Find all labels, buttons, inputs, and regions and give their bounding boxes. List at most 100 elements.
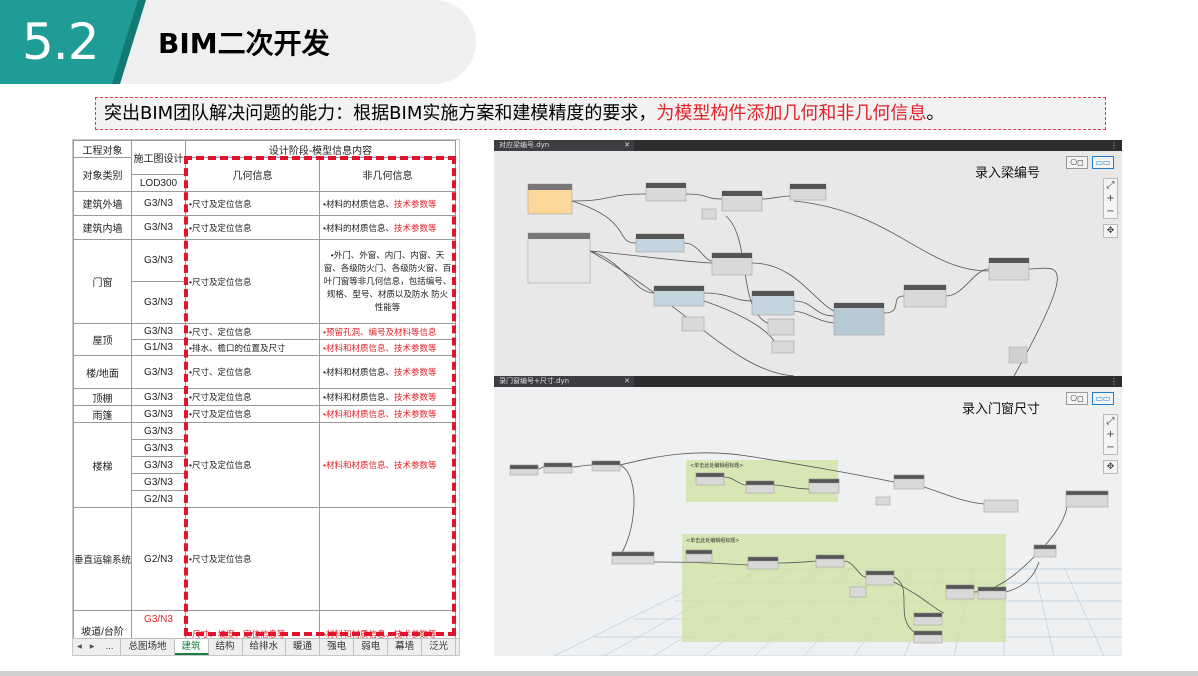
cell-nongeo: •外门、外窗、内门、内窗、天窗、各级防火门、各级防火窗、百叶门窗等非几何信息，包… <box>319 239 456 324</box>
tab-more[interactable]: ... <box>99 639 122 655</box>
cell-text: •材料和材质信息、 <box>323 392 394 402</box>
cell-nongeo: •预留孔洞、编号及材料等信息 <box>319 323 456 340</box>
cell-lod: G3/N3 <box>131 191 186 216</box>
annotation-label: 录入门窗尺寸 <box>961 402 1040 417</box>
cell-category: 坡道/台阶 <box>73 610 132 641</box>
zoom-out-icon[interactable]: − <box>1106 442 1115 453</box>
spreadsheet: 工程对象 施工图设计 设计阶段-模型信息内容 对象类别 几何信息 非几何信息 L… <box>72 139 460 656</box>
geometry-view-icon[interactable]: ⎔◻ <box>1066 392 1088 405</box>
menu-icon[interactable]: ⋮ <box>1110 377 1118 386</box>
dynamo-tab-label: 对应梁编号.dyn <box>499 141 550 149</box>
cell-lod: G3/N3 <box>131 422 186 440</box>
header-geo: 几何信息 <box>185 157 320 192</box>
header-category: 对象类别 <box>73 157 132 192</box>
cell-nongeo: •材料和材质信息、技术参数等 <box>319 388 456 406</box>
node-graph-canvas[interactable] <box>494 151 1122 376</box>
cell-category: 建筑内墙 <box>73 215 132 240</box>
sheet-tabs: ◂ ▸ ... 总图场地 建筑 结构 给排水 暖通 强电 弱电 幕墙 泛光 景 <box>73 638 459 655</box>
node-graph-canvas[interactable]: <单击此处编辑组标题> <单击此处编辑组标题> <box>494 387 1122 656</box>
graph-view-icon[interactable]: ▭▭ <box>1092 392 1114 405</box>
cell-nongeo: •材料和材质信息、技术参数等 <box>319 610 456 641</box>
cell-geo: •尺寸及定位信息 <box>185 388 320 406</box>
dynamo-tabbar: 对应梁编号.dyn ✕ ⋮ <box>494 140 1122 151</box>
dynamo-tab-label: 录门窗编号+尺寸.dyn <box>499 377 570 385</box>
tab-structure[interactable]: 结构 <box>209 639 243 655</box>
tab-power[interactable]: 强电 <box>320 639 355 655</box>
cell-lod: G3/N3 <box>131 355 186 389</box>
cell-geo: •尺寸及定位信息 <box>185 507 320 611</box>
dynamo-tab[interactable]: 录门窗编号+尺寸.dyn ✕ <box>494 376 634 387</box>
view-toolbar: ⎔◻ ▭▭ <box>1066 156 1114 169</box>
menu-icon[interactable]: ⋮ <box>1110 141 1118 150</box>
cell-nongeo: •材料和材质信息、技术参数等 <box>319 405 456 423</box>
cell-geo: •尺寸、定位信息 <box>185 355 320 389</box>
group-title[interactable]: <单击此处编辑组标题> <box>686 537 739 544</box>
cell-lod: G3/N3 <box>131 473 186 491</box>
cell-nongeo <box>319 507 456 611</box>
cell-lod: G3/N3 <box>131 239 186 282</box>
banner-highlight-text: 为模型构件添加几何和非几何信息 <box>656 103 927 124</box>
cell-geo: •尺寸及定位信息 <box>185 191 320 216</box>
tab-floodlight[interactable]: 泛光 <box>422 639 457 655</box>
cell-text-red: 技术参数等 <box>393 392 437 402</box>
cell-category: 建筑外墙 <box>73 191 132 216</box>
zoom-out-icon[interactable]: − <box>1106 206 1115 217</box>
table-row: 门窗 G3/N3 •尺寸及定位信息 •外门、外窗、内门、内窗、天窗、各级防火门、… <box>73 239 456 324</box>
cell-text: •材料的材质信息、 <box>323 198 394 209</box>
annotation-label: 录入梁编号 <box>974 166 1040 181</box>
pan-icon[interactable]: ✥ <box>1103 460 1118 474</box>
geometry-view-icon[interactable]: ⎔◻ <box>1066 156 1088 169</box>
cell-geo: •尺寸、坡度、定位信息等 <box>185 610 320 641</box>
tab-curtainwall[interactable]: 幕墙 <box>388 639 423 655</box>
header-nongeo: 非几何信息 <box>319 157 456 192</box>
tab-landscape[interactable]: 景 <box>456 639 459 655</box>
zoom-fit-icon[interactable]: ⤢ <box>1106 416 1115 427</box>
table-row: 建筑外墙 G3/N3 •尺寸及定位信息 •材料的材质信息、技术参数等 <box>73 191 456 216</box>
banner-end: 。 <box>926 103 945 124</box>
table-row: 屋顶 G3/N3 •尺寸、定位信息 •预留孔洞、编号及材料等信息 <box>73 323 456 356</box>
view-toolbar: ⎔◻ ▭▭ <box>1066 392 1114 405</box>
cell-lod: G3/N3 <box>131 456 186 474</box>
tab-prev-button[interactable]: ◂ <box>77 641 82 652</box>
close-icon[interactable]: ✕ <box>624 141 630 149</box>
header-design-stage: 施工图设计 <box>131 140 186 175</box>
header-group: 设计阶段-模型信息内容 <box>185 140 456 158</box>
cell-geo: •尺寸、定位信息 <box>185 323 320 340</box>
cell-geo: •尺寸及定位信息 <box>185 405 320 423</box>
tab-site[interactable]: 总图场地 <box>121 639 175 655</box>
zoom-in-icon[interactable]: + <box>1106 193 1115 204</box>
cell-text: •材料的材质信息、 <box>323 222 394 233</box>
dynamo-tabbar: 录门窗编号+尺寸.dyn ✕ ⋮ <box>494 376 1122 387</box>
cell-nongeo: •材料的材质信息、技术参数等 <box>319 215 456 240</box>
cell-lod: G3/N3 <box>131 439 186 457</box>
cell-geo: •排水、檐口的位置及尺寸 <box>185 339 320 356</box>
tab-hvac[interactable]: 暖通 <box>286 639 321 655</box>
cell-lod: G3/N3 <box>131 388 186 406</box>
cell-category: 门窗 <box>73 239 132 324</box>
header-lod: LOD300 <box>131 174 186 192</box>
cell-category: 雨篷 <box>73 405 132 423</box>
dynamo-tab[interactable]: 对应梁编号.dyn ✕ <box>494 140 634 151</box>
table-row: G1/N3 •排水、檐口的位置及尺寸 •材料和材质信息、技术参数等 <box>74 339 456 356</box>
table-row: 坡道/台阶 G3/N3 •尺寸、坡度、定位信息等 •材料和材质信息、技术参数等 <box>73 610 456 641</box>
cell-lod: G1/N3 <box>131 339 186 356</box>
zoom-in-icon[interactable]: + <box>1106 429 1115 440</box>
cell-lod: G3/N3 <box>131 323 186 340</box>
table-row: 楼/地面 G3/N3 •尺寸、定位信息 •材料和材质信息、技术参数等 <box>73 355 456 389</box>
pan-icon[interactable]: ✥ <box>1103 224 1118 238</box>
zoom-fit-icon[interactable]: ⤢ <box>1106 180 1115 191</box>
bottom-bar <box>0 671 1198 676</box>
tab-lowvoltage[interactable]: 弱电 <box>354 639 389 655</box>
group-title[interactable]: <单击此处编辑组标题> <box>690 462 743 469</box>
cell-category: 屋顶 <box>73 323 132 356</box>
cell-geo: •尺寸及定位信息 <box>185 215 320 240</box>
zoom-controls: ⤢ + − <box>1103 178 1118 219</box>
tab-next-button[interactable]: ▸ <box>89 641 95 652</box>
graph-view-icon[interactable]: ▭▭ <box>1092 156 1114 169</box>
cell-text-red: •材料和材质信息、 <box>323 342 394 353</box>
cell-lod: G3/N3 <box>131 610 186 641</box>
tab-plumbing[interactable]: 给排水 <box>243 639 287 655</box>
tab-architecture[interactable]: 建筑 <box>174 639 209 655</box>
close-icon[interactable]: ✕ <box>624 377 630 385</box>
